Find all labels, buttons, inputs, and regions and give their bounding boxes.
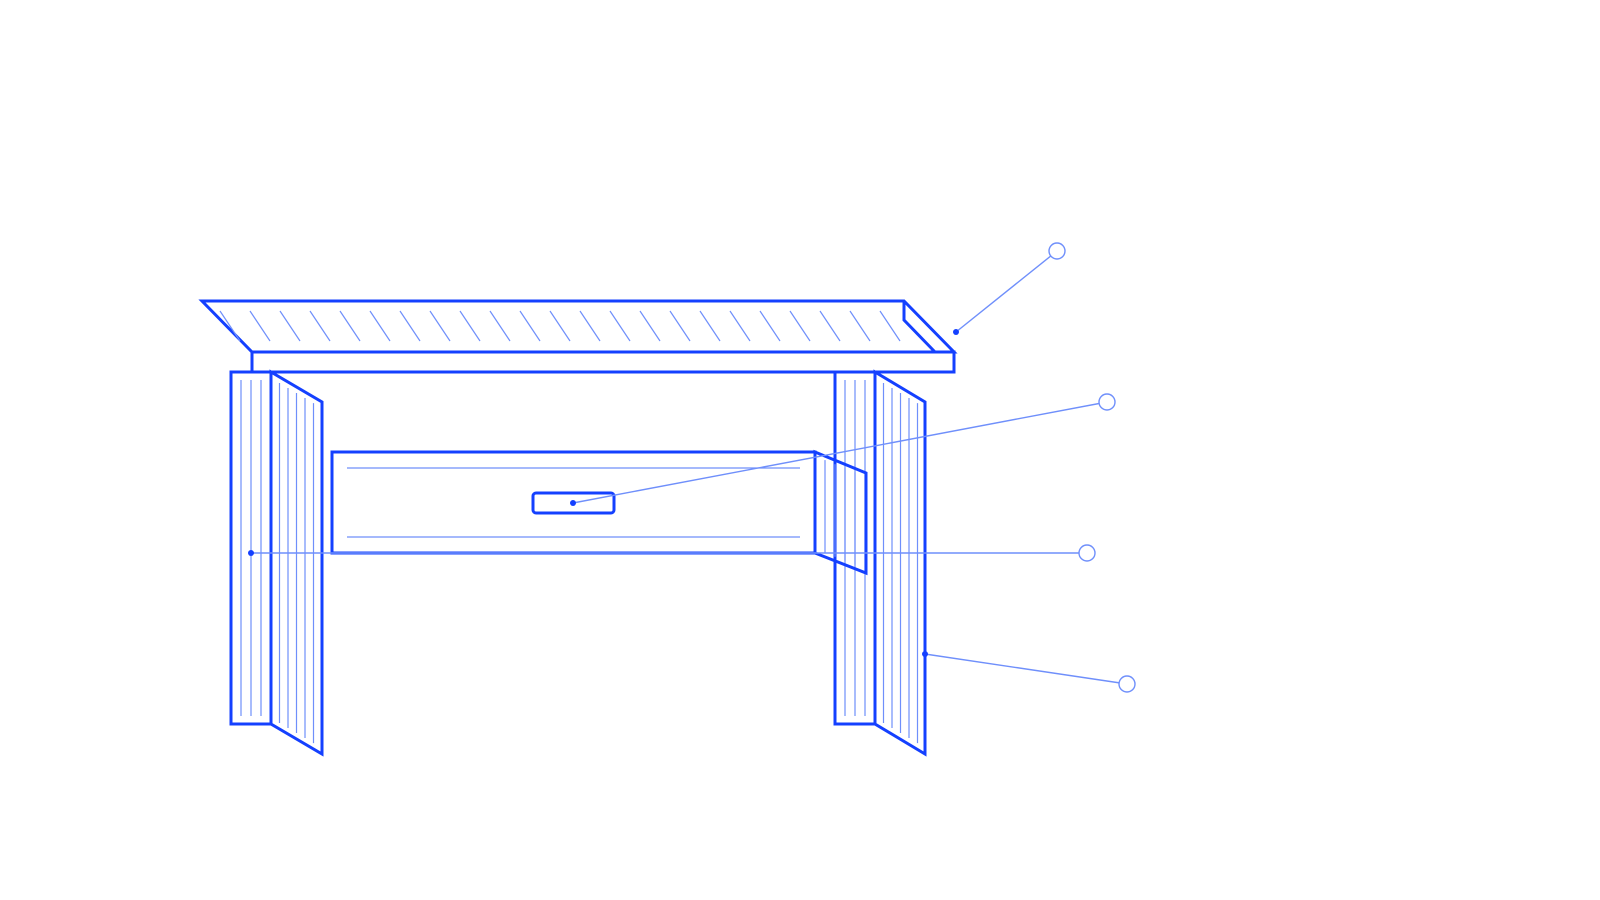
callout-marker	[1098, 393, 1116, 411]
leader-line	[572, 401, 1108, 504]
right-leg-hatching	[844, 380, 919, 744]
tabletop-hatch-line	[459, 310, 481, 342]
drawer-side-hatching	[824, 460, 856, 565]
tabletop-hatch-line	[729, 310, 751, 342]
tabletop-hatch-line	[879, 310, 901, 342]
tabletop-hatch-line	[699, 310, 721, 342]
drawer-side	[813, 449, 868, 576]
tabletop-surface	[198, 299, 958, 354]
callout-marker	[1078, 544, 1096, 562]
desk-drawing	[198, 299, 958, 757]
left-leg-hatching	[240, 380, 315, 744]
tabletop-hatch-line	[609, 310, 631, 342]
tabletop-hatch-line	[759, 310, 781, 342]
left-leg-side	[269, 369, 324, 757]
anchor-dot	[248, 550, 254, 556]
tabletop-hatch-line	[789, 310, 811, 342]
tabletop-right-edge	[902, 301, 937, 354]
tabletop-hatch-line	[219, 310, 241, 342]
tabletop-hatch-line	[849, 310, 871, 342]
tabletop-hatch-line	[339, 310, 361, 342]
anchor-dot	[953, 329, 959, 335]
tabletop-hatch-line	[399, 310, 421, 342]
tabletop-hatch-line	[669, 310, 691, 342]
leader-line	[955, 250, 1058, 333]
tabletop-hatch-line	[279, 310, 301, 342]
tabletop-hatch-line	[549, 310, 571, 342]
tabletop-hatch-line	[639, 310, 661, 342]
tabletop-hatch-line	[519, 310, 541, 342]
tabletop-hatch-line	[819, 310, 841, 342]
callout-tabletop	[953, 242, 1066, 335]
drawer-pull	[531, 491, 616, 515]
tabletop-hatching	[219, 310, 901, 342]
tabletop-hatch-line	[369, 310, 391, 342]
tabletop-hatch-line	[429, 310, 451, 342]
tabletop-hatch-line	[489, 310, 511, 342]
tabletop-hatch-line	[309, 310, 331, 342]
left-leg	[229, 369, 324, 757]
callouts	[248, 242, 1136, 693]
anchor-dot	[922, 651, 928, 657]
right-leg	[833, 369, 927, 757]
callout-left-leg	[248, 544, 1096, 562]
callout-marker	[1048, 242, 1066, 260]
callout-right-leg	[922, 651, 1136, 693]
callout-drawer-pull	[570, 393, 1116, 506]
tabletop-hatch-line	[249, 310, 271, 342]
right-leg-side	[873, 369, 927, 757]
anchor-dot	[570, 500, 576, 506]
tabletop-hatch-line	[579, 310, 601, 342]
drawer	[330, 449, 868, 576]
callout-marker	[1118, 675, 1136, 693]
tabletop-front-edge	[250, 350, 956, 374]
leader-line	[924, 653, 1128, 685]
tabletop	[198, 299, 958, 374]
